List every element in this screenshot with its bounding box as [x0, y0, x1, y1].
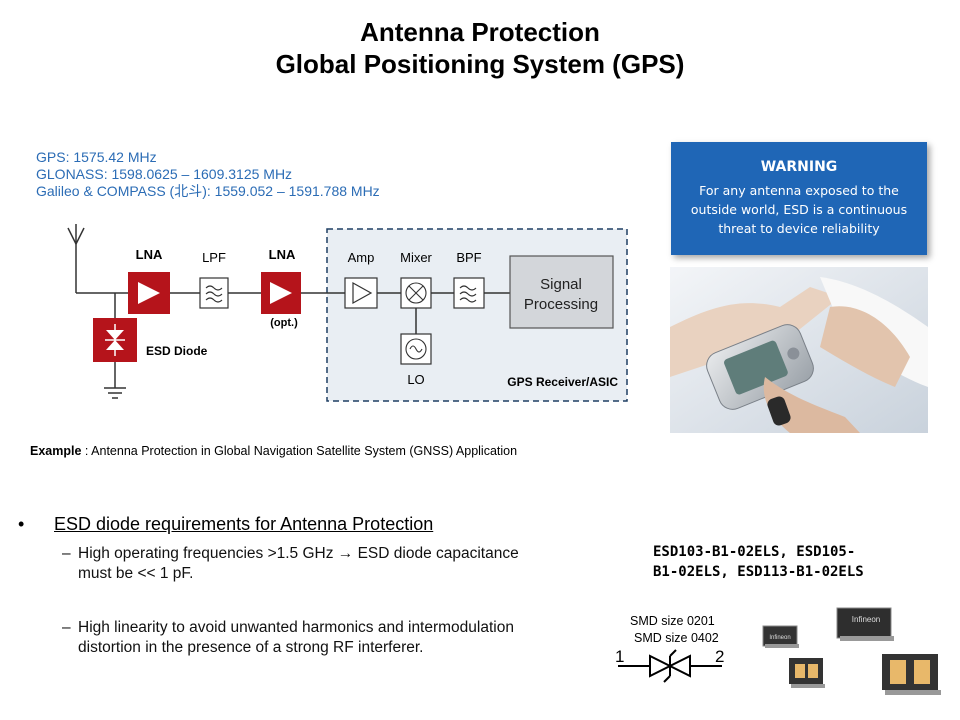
- package-illustrations: 1 2 Infineon Infineon: [615, 607, 941, 695]
- warning-box: WARNING For any antenna exposed to the o…: [671, 142, 927, 255]
- lna-2-note: (opt.): [270, 317, 298, 329]
- warning-line-3: threat to device reliability: [718, 221, 880, 236]
- bpf-block: BPF: [453, 250, 485, 309]
- sub-bullet-2: –High linearity to avoid unwanted harmon…: [62, 619, 514, 656]
- sub-bullet-1-line-1: High operating frequencies >1.5 GHz → ES…: [78, 545, 519, 562]
- antenna-icon: [67, 224, 85, 293]
- ground-icon: [104, 362, 126, 399]
- sub-bullet-1: –High operating frequencies >1.5 GHz → E…: [62, 545, 519, 582]
- signal-processing-block: Signal Processing: [509, 255, 614, 329]
- smd-size-0402: SMD size 0402: [634, 631, 719, 645]
- caption-label: Example: [30, 444, 82, 458]
- frequency-list: GPS: 1575.42 MHz GLONASS: 1598.0625 – 16…: [36, 149, 380, 200]
- part-numbers-line-1: ESD103-B1-02ELS, ESD105-: [653, 544, 856, 560]
- esd-label: ESD Diode: [146, 344, 208, 358]
- warning-line-1: For any antenna exposed to the: [699, 183, 899, 198]
- filter-icon: [205, 285, 223, 303]
- main-bullet: • ESD diode requirements for Antenna Prot…: [18, 514, 433, 535]
- lna-1-label: LNA: [136, 247, 163, 262]
- pin-2-label: 2: [715, 647, 724, 666]
- mixer-label: Mixer: [400, 250, 432, 265]
- chip-label-2: Infineon: [852, 615, 880, 624]
- pin-1-label: 1: [615, 647, 624, 666]
- amp-label: Amp: [348, 250, 375, 265]
- lo-block: LO: [400, 333, 432, 387]
- oscillator-icon: [409, 345, 423, 353]
- warning-title: WARNING: [760, 159, 838, 175]
- signal-label-2: Processing: [524, 296, 598, 313]
- bullet-dot: •: [18, 514, 25, 534]
- mixer-block: Mixer: [400, 250, 433, 309]
- part-numbers: ESD103-B1-02ELS, ESD105- B1-02ELS, ESD11…: [653, 542, 864, 582]
- chip-0402-top: Infineon: [836, 607, 894, 641]
- chip-label-1: Infineon: [769, 635, 790, 641]
- receiver-label: GPS Receiver/ASIC: [507, 375, 618, 389]
- esd-diode: ESD Diode: [93, 318, 208, 362]
- frequency-glonass: GLONASS: 1598.0625 – 1609.3125 MHz: [36, 166, 293, 182]
- warning-line-2: outside world, ESD is a continuous: [690, 202, 908, 217]
- gps-block-diagram: LNA LPF LNA (opt.) ESD Diode Amp: [67, 224, 628, 402]
- lna-2: LNA (opt.): [261, 247, 301, 329]
- title-line-2: Global Positioning System (GPS): [275, 49, 685, 79]
- sub-bullet-2-line-2: distortion in the presence of a strong R…: [78, 639, 424, 656]
- diagram-caption: Example : Antenna Protection in Global N…: [30, 444, 517, 458]
- handheld-device-photo: [670, 267, 928, 433]
- lna-2-label: LNA: [269, 247, 296, 262]
- filter-icon: [459, 285, 477, 303]
- signal-label-1: Signal: [540, 276, 582, 293]
- amp-block: Amp: [344, 250, 378, 309]
- lo-label: LO: [407, 372, 424, 387]
- chip-0402-bottom: [882, 654, 941, 695]
- chip-0201-bottom: [789, 658, 825, 688]
- bpf-label: BPF: [456, 250, 481, 265]
- title-line-1: Antenna Protection: [360, 17, 600, 47]
- part-numbers-line-2: B1-02ELS, ESD113-B1-02ELS: [653, 564, 864, 580]
- caption-text: : Antenna Protection in Global Navigatio…: [81, 444, 518, 458]
- slide-title: Antenna Protection Global Positioning Sy…: [0, 16, 960, 80]
- lpf-label: LPF: [202, 250, 226, 265]
- frequency-galileo: Galileo & COMPASS (北斗): 1559.052 – 1591.…: [36, 183, 380, 199]
- sub-bullet-1-line-2: must be << 1 pF.: [78, 565, 194, 582]
- smd-size-0201: SMD size 0201: [630, 614, 715, 628]
- sub-bullet-2-line-1: High linearity to avoid unwanted harmoni…: [78, 619, 514, 636]
- frequency-gps: GPS: 1575.42 MHz: [36, 149, 157, 165]
- lpf-block: LPF: [199, 250, 229, 309]
- main-bullet-text: ESD diode requirements for Antenna Prote…: [54, 514, 434, 534]
- bidirectional-diode-symbol: [618, 649, 722, 683]
- chip-0201-top: Infineon: [762, 625, 799, 648]
- lna-1: LNA: [128, 247, 170, 314]
